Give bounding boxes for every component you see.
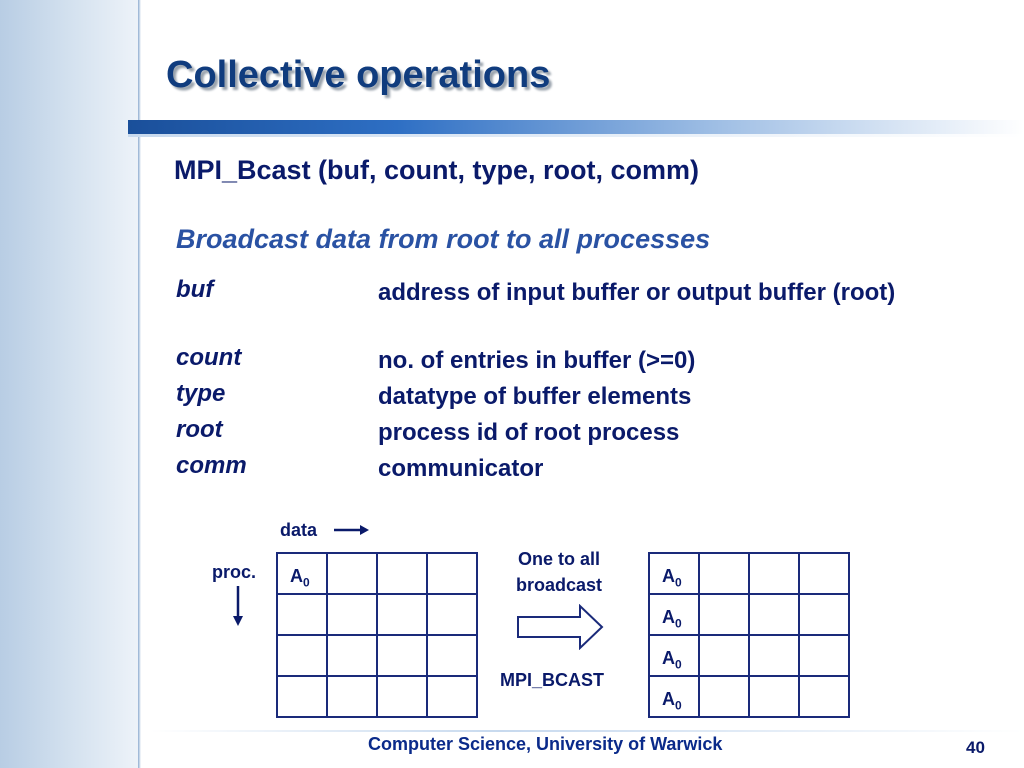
grid-cell-a0: A0 [650,636,698,675]
function-signature: MPI_Bcast (buf, count, type, root, comm) [174,155,700,185]
data-arrow-icon [334,525,369,535]
grid-cell [800,595,848,634]
param-desc: communicator [378,455,544,482]
grid-cell [428,554,476,593]
grid-cell [800,554,848,593]
grid-cell [750,677,798,716]
grid-cell [428,595,476,634]
param-name: count [176,344,242,371]
footer-rule [150,730,1024,732]
data-label: data [280,520,318,540]
title-rule-light [128,134,1024,137]
param-desc: address of input buffer or output buffer… [378,279,896,306]
grid-cell [378,677,426,716]
slide-subtitle: Broadcast data from root to all processe… [176,224,711,254]
grid-cell [328,554,376,593]
grid-cell [278,595,326,634]
proc-label: proc. [212,562,257,582]
proc-arrow-icon [233,586,243,626]
grid-cell [700,636,748,675]
grid-cell [328,677,376,716]
grid-cell [278,636,326,675]
param-desc: process id of root process [378,419,680,446]
page-number: 40 [966,738,985,757]
op-label: One to all broadcast [515,549,603,595]
grid-cell [800,677,848,716]
grid-cell-a0: A0 [650,554,698,593]
grid-cell [700,677,748,716]
grid-cell [378,554,426,593]
left-decorative-bar [0,0,140,768]
grid-cell [378,595,426,634]
grid-cell-a0: A0 [650,595,698,634]
grid-cell [750,595,798,634]
grid-cell [328,636,376,675]
grid-cell-a0: A0 [278,554,326,593]
footer-text: Computer Science, University of Warwick [368,734,723,754]
grid-cell [750,554,798,593]
grid-cell [278,677,326,716]
output-grid: A0 A0 A0 A0 [648,552,850,718]
grid-cell [328,595,376,634]
slide-title: Collective operations [166,54,551,96]
param-name: type [176,380,226,407]
left-bar-edge [138,0,141,768]
grid-cell [800,636,848,675]
param-desc: datatype of buffer elements [378,383,692,410]
grid-cell [750,636,798,675]
grid-cell [428,677,476,716]
param-name: comm [176,452,247,479]
grid-cell-a0: A0 [650,677,698,716]
param-name: root [176,416,223,443]
input-grid: A0 [276,552,478,718]
grid-cell [378,636,426,675]
mpi-bcast-label: MPI_BCAST [500,670,605,690]
title-rule [128,120,1024,134]
grid-cell [428,636,476,675]
grid-cell [700,554,748,593]
grid-cell [700,595,748,634]
broadcast-arrow-icon [517,604,604,650]
param-desc: no. of entries in buffer (>=0) [378,347,696,374]
param-name: buf [176,276,214,303]
